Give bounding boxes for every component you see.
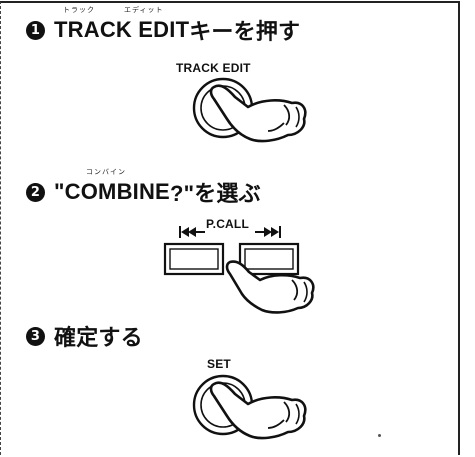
step1-ruby-edit: エディット xyxy=(124,6,164,14)
step2-title-pre: " xyxy=(54,179,65,204)
pointing-hand-icon xyxy=(209,84,307,143)
pointing-hand-icon xyxy=(209,381,307,440)
instruction-frame xyxy=(0,1,460,455)
p-call-left-key xyxy=(163,242,225,276)
step2-number-badge: 2 xyxy=(26,182,45,202)
step2-title: 2 " COMBINE ?"を選ぶ xyxy=(26,176,261,208)
step1-title-post: キーを押す xyxy=(189,19,301,44)
step1-ruby-track: トラック xyxy=(63,6,95,14)
track-edit-key-press-illustration xyxy=(192,77,307,143)
step2-title-word: COMBINE xyxy=(64,179,170,204)
p-call-keys-illustration xyxy=(163,226,315,314)
pointing-hand-icon xyxy=(225,260,315,314)
step1-number-badge: 1 xyxy=(26,20,45,40)
p-call-key-label: P.CALL xyxy=(206,217,249,231)
print-speck xyxy=(378,434,381,437)
step3-title-text: 確定する xyxy=(54,325,143,350)
step1-title: 1 TRACK EDIT キーを押す xyxy=(26,14,300,46)
skip-forward-icon xyxy=(255,226,281,238)
skip-back-icon xyxy=(179,226,205,238)
step3-title: 3 確定する xyxy=(26,320,143,352)
step2-title-post: ?"を選ぶ xyxy=(169,181,261,206)
set-key-press-illustration xyxy=(192,374,307,440)
set-key-label: SET xyxy=(207,357,231,371)
step2-ruby-combine: コンバイン xyxy=(86,168,126,176)
step3-number-badge: 3 xyxy=(26,326,45,346)
p-call-right-key xyxy=(238,242,300,276)
track-edit-key-label: TRACK EDIT xyxy=(176,61,251,75)
step1-title-word: TRACK EDIT xyxy=(54,17,190,42)
